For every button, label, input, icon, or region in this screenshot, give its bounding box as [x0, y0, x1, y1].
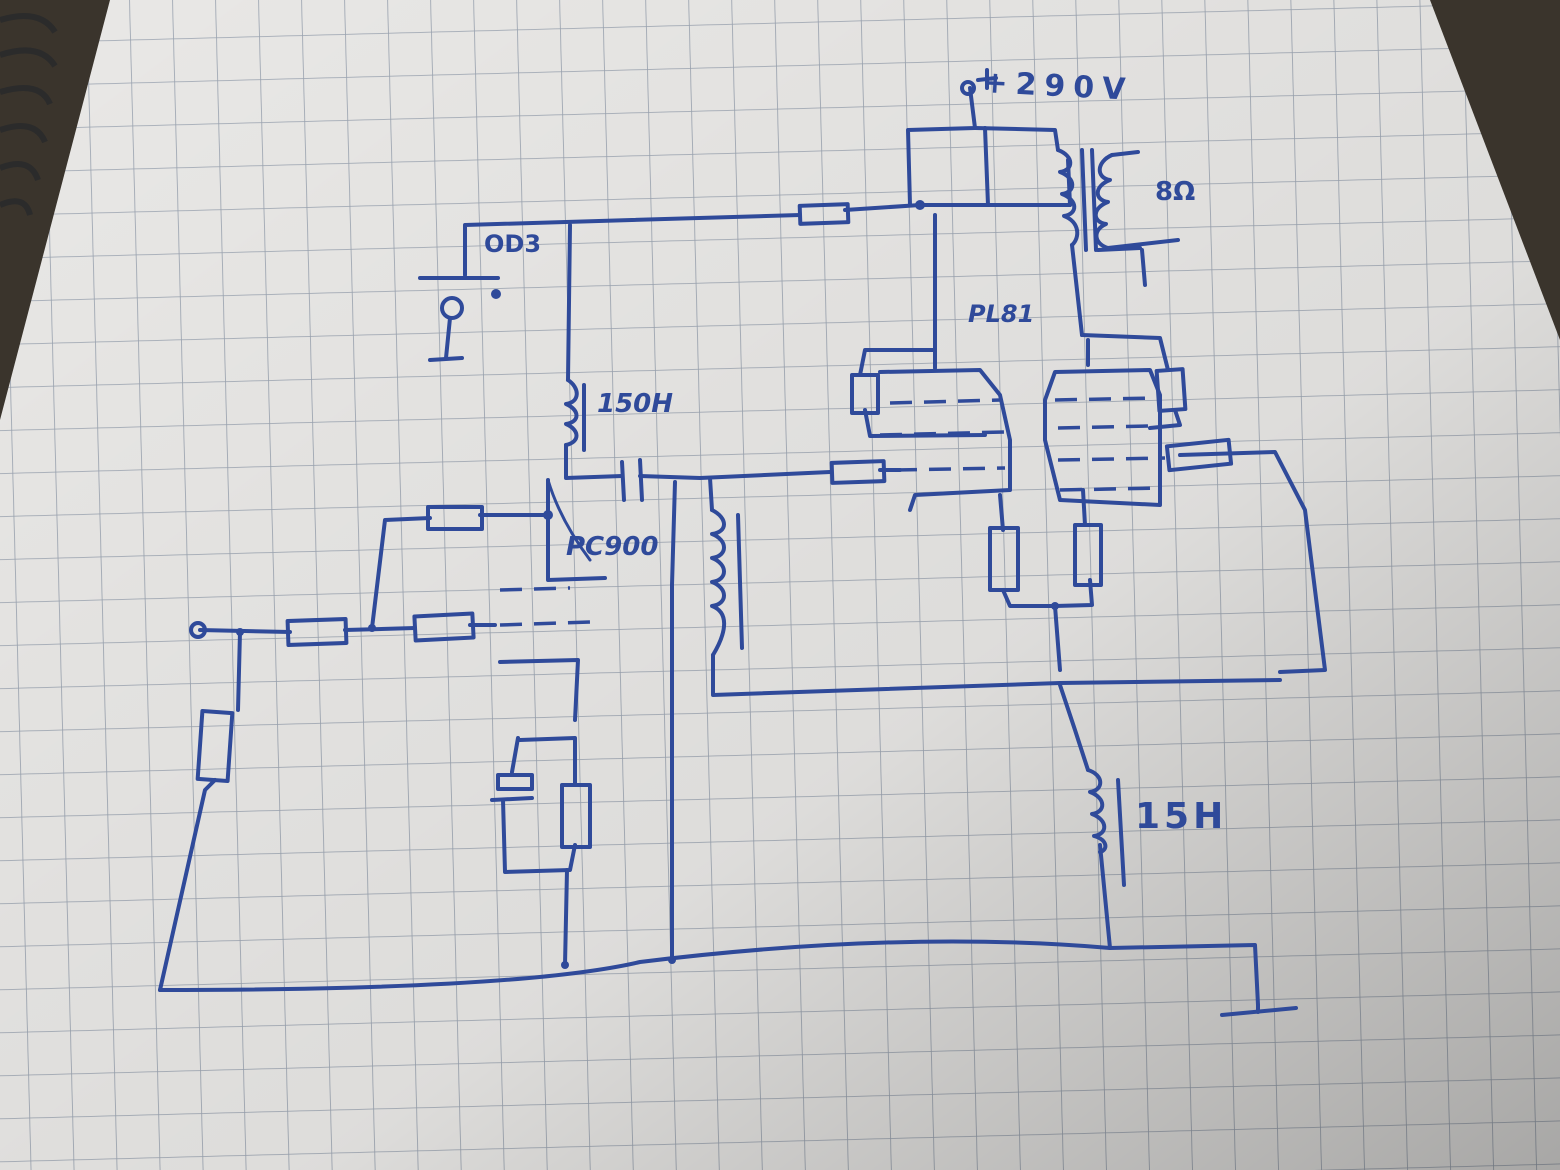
resistor-top — [797, 202, 851, 226]
electrolytic-capacitor — [490, 773, 534, 802]
label-choke-15h: 15H — [1135, 796, 1227, 837]
interstage-transformer — [710, 508, 744, 657]
label-supply-voltage: +290V — [982, 65, 1135, 108]
label-driver-tube: PC900 — [566, 532, 658, 562]
output-transformer — [1056, 148, 1180, 287]
pl81-tube-left — [878, 368, 1012, 512]
input-terminal-icon[interactable] — [189, 621, 207, 639]
resistor-pl81-screen-left — [850, 373, 880, 415]
label-detector-tube: OD3 — [484, 230, 541, 258]
resistor-pl81-cathode-right — [1073, 523, 1103, 587]
resistor-grid — [412, 611, 476, 643]
coupling-capacitor — [620, 458, 644, 502]
od3-tube — [428, 289, 501, 362]
label-choke-150h: 150H — [597, 389, 673, 419]
resistors — [195, 202, 1234, 849]
resistor-feedback — [1164, 437, 1234, 473]
junction-dots — [236, 200, 1059, 969]
resistor-cathode-pc900 — [560, 783, 592, 849]
resistor-pl81-screen-right — [1154, 367, 1188, 413]
label-output-tube: PL81 — [968, 300, 1034, 328]
resistor-pl81-cathode-left — [988, 526, 1020, 592]
spiral-binding-icon — [0, 13, 58, 216]
supply-terminal-icon — [960, 68, 998, 96]
choke-15h — [1086, 768, 1126, 887]
pl81-tube-right — [1043, 368, 1166, 507]
choke-150h — [564, 378, 586, 452]
label-speaker-impedance: 8Ω — [1155, 177, 1195, 207]
resistor-input-shunt — [195, 709, 235, 783]
resistor-pc900-plate — [426, 505, 484, 531]
resistor-grid-stopper — [829, 459, 887, 485]
pc900-tube — [499, 478, 592, 627]
resistor-input-series — [285, 616, 349, 648]
